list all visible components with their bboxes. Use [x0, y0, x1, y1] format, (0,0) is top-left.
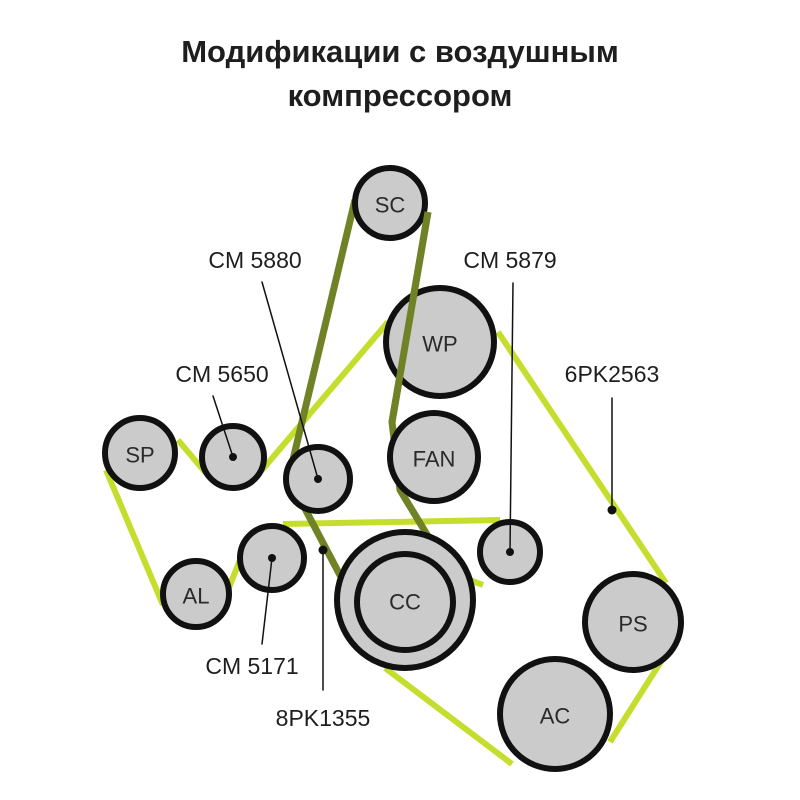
belt-6pk2563-segment	[282, 517, 501, 527]
callout-cm5171: CM 5171	[205, 653, 298, 679]
belt-6pk2563-segment	[383, 665, 514, 767]
belt-6pk2563-segment	[495, 330, 669, 585]
belt-6pk2563-segment	[607, 658, 665, 744]
callout-cm5879: CM 5879	[463, 247, 556, 273]
leader-line-cm5171	[261, 557, 273, 645]
leader-line-cm5879	[509, 282, 514, 553]
pulley-label-ps: PS	[618, 612, 647, 637]
pulley-label-sc: SC	[375, 193, 406, 218]
pulley-sc	[352, 165, 428, 241]
belt-6pk2563-segment	[103, 468, 166, 607]
diagram-title: Модификации с воздушным компрессором	[0, 30, 800, 118]
leader-line-cm5650	[212, 395, 234, 458]
pulley-label-al: AL	[183, 584, 210, 609]
pulley-label-ac: AC	[540, 704, 571, 729]
title-line-1: Модификации с воздушным	[181, 34, 619, 69]
pulley-ac	[497, 656, 613, 772]
callout-belt-main: 6PK2563	[565, 361, 660, 387]
pulley-label-wp: WP	[422, 332, 457, 357]
pulley-ps	[582, 571, 684, 673]
callout-belt-secondary: 8PK1355	[276, 705, 371, 731]
pulley-fan	[387, 410, 481, 504]
pulley-cc-inner	[354, 551, 456, 653]
pulley-label-sp: SP	[125, 443, 154, 468]
title-line-2: компрессором	[287, 78, 513, 113]
belt-marker-dot	[318, 545, 328, 555]
callout-cm5650: CM 5650	[175, 361, 268, 387]
callout-cm5880: CM 5880	[208, 247, 301, 273]
belt-8pk1355-over-wp	[388, 211, 432, 423]
belt-marker-dot	[607, 505, 617, 515]
pulley-label-fan: FAN	[413, 447, 456, 472]
leader-line-cm5880	[261, 281, 319, 480]
pulley-label-cc: CC	[389, 590, 421, 615]
pulley-sp	[102, 415, 178, 491]
pulley-al	[160, 558, 232, 630]
